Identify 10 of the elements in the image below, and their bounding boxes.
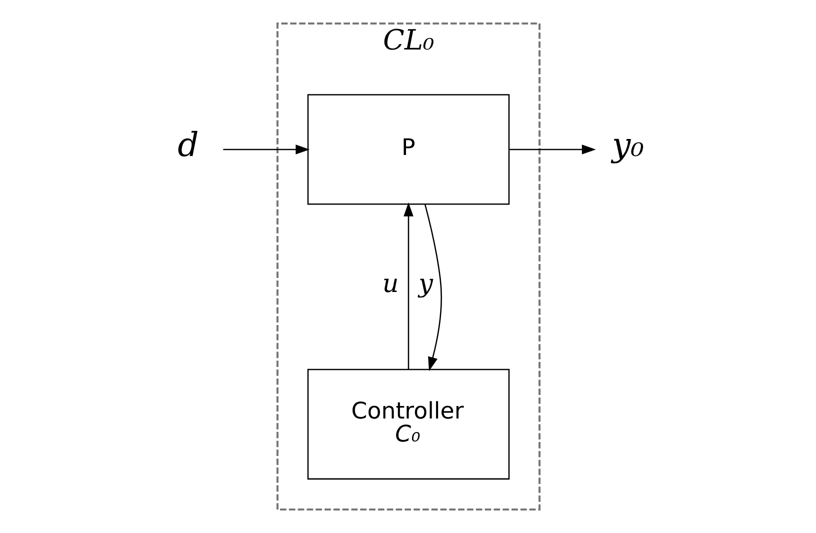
node-text: d — [177, 125, 198, 164]
node-text: y₀ — [612, 125, 644, 164]
node-box: Controller C₀ — [306, 368, 510, 480]
edge-label: u — [382, 268, 398, 298]
edge-label: y — [418, 268, 433, 298]
arrow — [509, 144, 596, 154]
arrow — [403, 202, 413, 370]
arrow — [424, 204, 442, 372]
node-box: P — [306, 94, 510, 205]
arrow — [222, 144, 310, 154]
